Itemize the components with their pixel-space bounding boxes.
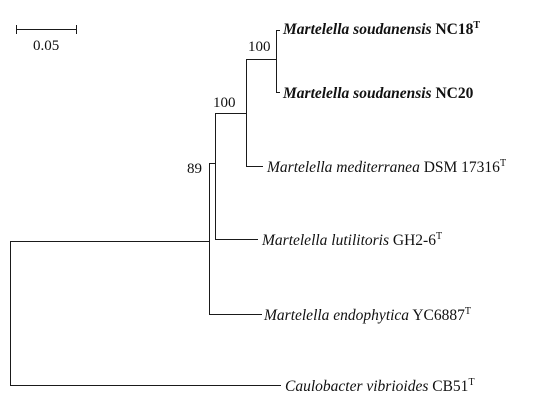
scale-bar-label: 0.05 xyxy=(33,38,59,54)
taxon-label-mediterranea: Martelella mediterranea DSM 17316T xyxy=(266,158,506,176)
taxon-label-nc20: Martelella soudanensis NC20 xyxy=(282,85,474,102)
taxon-label-caulobacter: Caulobacter vibrioides CB51T xyxy=(285,377,475,395)
bootstrap-value-mediterranea: 100 xyxy=(213,95,236,111)
bootstrap-value-soudanensis: 100 xyxy=(248,39,271,55)
taxon-label-endophytica: Martelella endophytica YC6887T xyxy=(263,306,471,324)
martelella-clade xyxy=(209,30,280,315)
taxon-label-nc18: Martelella soudanensis NC18T xyxy=(282,20,480,38)
scale-bar: 0.05 xyxy=(16,25,77,54)
root-clade xyxy=(10,241,281,386)
bootstrap-value-martelella: 89 xyxy=(187,161,202,177)
taxon-label-lutilitoris: Martelella lutilitoris GH2-6T xyxy=(261,231,442,249)
